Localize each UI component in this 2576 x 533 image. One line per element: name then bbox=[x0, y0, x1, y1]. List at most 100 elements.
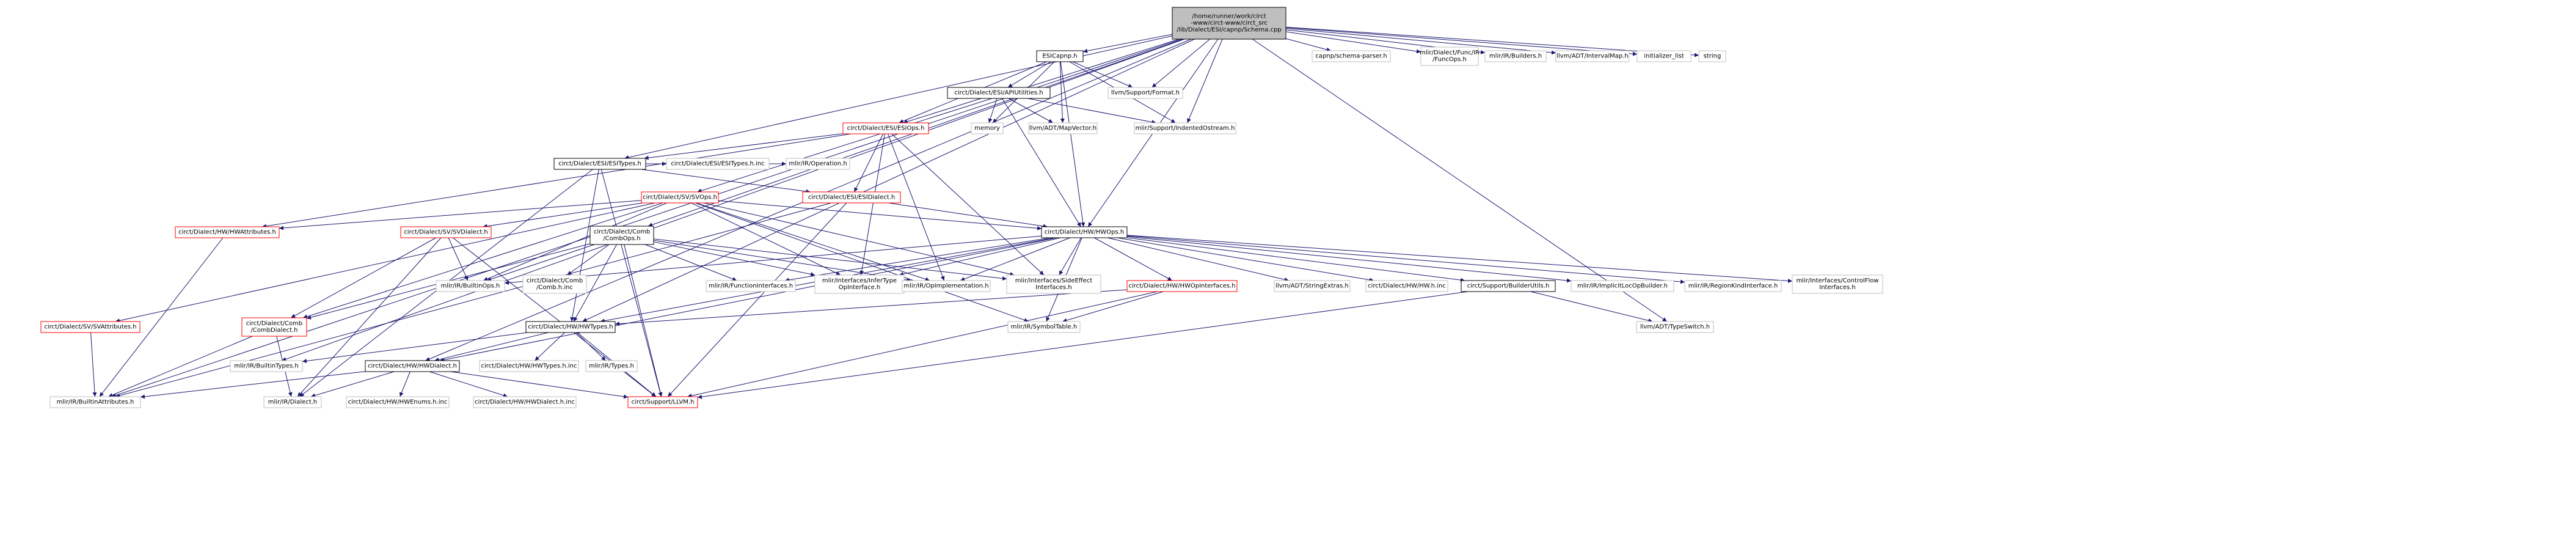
node-intervalmap[interactable]: llvm/ADT/IntervalMap.h bbox=[1555, 50, 1630, 62]
node-format[interactable]: llvm/Support/Format.h bbox=[1107, 87, 1183, 99]
node-box bbox=[436, 280, 505, 292]
node-operation[interactable]: mlir/IR/Operation.h bbox=[786, 158, 850, 170]
node-irtypes[interactable]: mlir/IR/Types.h bbox=[585, 360, 638, 372]
node-memory[interactable]: memory bbox=[971, 122, 1004, 134]
node-esitypes_inc[interactable]: circt/Dialect/ESI/ESITypes.h.inc bbox=[666, 158, 770, 170]
node-hwenums_inc[interactable]: circt/Dialect/HW/HWEnums.h.inc bbox=[346, 396, 450, 408]
edge-hwattrs-to-builtinattrs bbox=[99, 237, 224, 397]
node-combops[interactable]: circt/Dialect/Comb/CombOps.h bbox=[589, 226, 654, 245]
node-hwattrs[interactable]: circt/Dialect/HW/HWAttributes.h bbox=[175, 226, 280, 238]
node-hwdialect_inc[interactable]: circt/Dialect/HW/HWDialect.h.inc bbox=[473, 396, 577, 408]
node-symboltable[interactable]: mlir/IR/SymbolTable.h bbox=[1007, 321, 1081, 333]
node-box bbox=[706, 280, 796, 292]
node-hwopif[interactable]: circt/Dialect/HW/HWOpInterfaces.h bbox=[1126, 280, 1238, 292]
edge-hwops-to-hwopif bbox=[1094, 237, 1172, 281]
edge-esitypes-to-hwtypes bbox=[570, 169, 599, 322]
node-esidialect[interactable]: circt/Dialect/ESI/ESIDialect.h bbox=[802, 191, 901, 204]
node-apiutils[interactable]: circt/Dialect/ESI/APIUtilities.h bbox=[947, 87, 1051, 99]
node-builderutils[interactable]: circt/Support/BuilderUtils.h bbox=[1461, 280, 1556, 292]
node-label: circt/Dialect/Comb bbox=[594, 229, 650, 235]
node-combdialect[interactable]: circt/Dialect/Comb/CombDialect.h bbox=[241, 317, 307, 337]
node-svops[interactable]: circt/Dialect/SV/SVOps.h bbox=[641, 191, 719, 204]
node-builtinattrs[interactable]: mlir/IR/BuiltinAttributes.h bbox=[49, 396, 141, 408]
edge-hwops-to-opimpl bbox=[960, 237, 1071, 281]
node-label: mlir/IR/Dialect.h bbox=[268, 399, 318, 406]
node-label: circt/Dialect/HW/HWTypes.h.inc bbox=[481, 363, 577, 370]
node-label: circt/Dialect/HW/HWAttributes.h bbox=[178, 229, 276, 236]
node-box bbox=[627, 396, 698, 408]
node-esitypes[interactable]: circt/Dialect/ESI/ESITypes.h bbox=[553, 158, 646, 170]
node-comb_inc[interactable]: circt/Dialect/Comb/Comb.h.inc bbox=[522, 274, 587, 294]
node-opimpl[interactable]: mlir/IR/OpImplementation.h bbox=[902, 280, 991, 292]
node-label: Interfaces.h bbox=[1819, 284, 1856, 291]
node-implicitloc[interactable]: mlir/IR/ImplicitLocOpBuilder.h bbox=[1571, 280, 1674, 292]
node-label: mlir/IR/ImplicitLocOpBuilder.h bbox=[1577, 283, 1668, 290]
edge-apiutils-to-mapvector bbox=[1009, 98, 1053, 123]
node-regionkind[interactable]: mlir/IR/RegionKindInterface.h bbox=[1684, 280, 1782, 292]
node-label: mlir/IR/Types.h bbox=[589, 363, 634, 370]
edge-hwops-to-regionkind bbox=[1126, 235, 1685, 284]
node-svdialect[interactable]: circt/Dialect/SV/SVDialect.h bbox=[400, 226, 492, 238]
node-initlist[interactable]: initializer_list bbox=[1636, 50, 1691, 62]
node-hwdialect[interactable]: circt/Dialect/HW/HWDialect.h bbox=[365, 360, 460, 372]
node-llvm[interactable]: circt/Support/LLVM.h bbox=[627, 396, 698, 408]
edge-root-to-esicapnp bbox=[1082, 34, 1173, 53]
node-irdialect[interactable]: mlir/IR/Dialect.h bbox=[263, 396, 322, 408]
node-svattrs[interactable]: circt/Dialect/SV/SVAttributes.h bbox=[40, 321, 140, 333]
node-stringextras[interactable]: llvm/ADT/StringExtras.h bbox=[1274, 280, 1351, 292]
node-box bbox=[241, 317, 307, 337]
node-string[interactable]: string bbox=[1698, 50, 1726, 62]
node-funcops[interactable]: mlir/Dialect/Func/IR/FuncOps.h bbox=[1420, 46, 1480, 66]
node-box bbox=[786, 158, 850, 170]
node-builders[interactable]: mlir/IR/Builders.h bbox=[1484, 50, 1547, 62]
edge-svops-to-sideeffect bbox=[703, 202, 1015, 276]
node-indented[interactable]: mlir/Support/IndentedOstream.h bbox=[1134, 122, 1236, 134]
node-label: /CombOps.h bbox=[603, 235, 641, 242]
node-hwtypes[interactable]: circt/Dialect/HW/HWTypes.h bbox=[525, 321, 616, 333]
edge-combops-to-builtinops bbox=[486, 244, 595, 282]
edge-root-to-initlist bbox=[1285, 27, 1638, 56]
node-box bbox=[585, 360, 638, 372]
node-label: circt/Dialect/SV/SVAttributes.h bbox=[44, 324, 136, 331]
node-label: mlir/IR/BuiltinAttributes.h bbox=[57, 399, 134, 406]
node-hw_inc[interactable]: circt/Dialect/HW/HW.h.inc bbox=[1365, 280, 1448, 292]
edge-esiops-to-sideeffect bbox=[891, 133, 1045, 276]
node-label: mlir/IR/BuiltinOps.h bbox=[441, 283, 500, 290]
node-builtinops[interactable]: mlir/IR/BuiltinOps.h bbox=[436, 280, 505, 292]
edge-hwops-to-hw_inc bbox=[1117, 237, 1374, 282]
node-funcif[interactable]: mlir/IR/FunctionInterfaces.h bbox=[706, 280, 796, 292]
node-hwops[interactable]: circt/Dialect/HW/HWOps.h bbox=[1041, 226, 1128, 238]
edge-hwops-to-funcif bbox=[784, 237, 1051, 282]
node-esiops[interactable]: circt/Dialect/ESI/ESIOps.h bbox=[842, 122, 929, 134]
node-box bbox=[666, 158, 770, 170]
edge-apiutils-to-hwops bbox=[1002, 98, 1081, 227]
node-hwtypes_inc[interactable]: circt/Dialect/HW/HWTypes.h.inc bbox=[479, 360, 579, 372]
node-box bbox=[1571, 280, 1674, 292]
node-label: -www/circt-www/circt_src bbox=[1191, 20, 1268, 27]
node-label: circt/Dialect/SV/SVDialect.h bbox=[404, 229, 488, 236]
node-box bbox=[1007, 321, 1081, 333]
node-builtintypes[interactable]: mlir/IR/BuiltinTypes.h bbox=[230, 360, 303, 372]
edge-svdialect-to-builtinops bbox=[448, 237, 469, 281]
edge-hwtypes-to-hwtypes_inc bbox=[535, 332, 565, 361]
node-esicapnp[interactable]: ESICapnp.h bbox=[1036, 50, 1084, 62]
node-capnp_parser[interactable]: capnp/schema-parser.h bbox=[1312, 50, 1391, 62]
edge-combops-to-sideeffect bbox=[653, 238, 1007, 281]
edge-esicapnp-to-hwops bbox=[1060, 61, 1085, 227]
edge-svdialect-to-irdialect bbox=[297, 237, 442, 397]
node-box bbox=[1484, 50, 1547, 62]
node-mapvector[interactable]: llvm/ADT/MapVector.h bbox=[1028, 122, 1098, 134]
edge-combops-to-llvm bbox=[624, 244, 663, 397]
node-box bbox=[1172, 7, 1286, 40]
edges-layer bbox=[90, 26, 1793, 399]
node-root[interactable]: /home/runner/work/circt-www/circt-www/ci… bbox=[1172, 7, 1286, 40]
node-box bbox=[1684, 280, 1782, 292]
node-box bbox=[1028, 122, 1098, 134]
node-typeswitch[interactable]: llvm/ADT/TypeSwitch.h bbox=[1636, 321, 1714, 333]
node-box bbox=[1636, 321, 1714, 333]
edge-hwops-to-builtinops bbox=[504, 235, 1042, 285]
